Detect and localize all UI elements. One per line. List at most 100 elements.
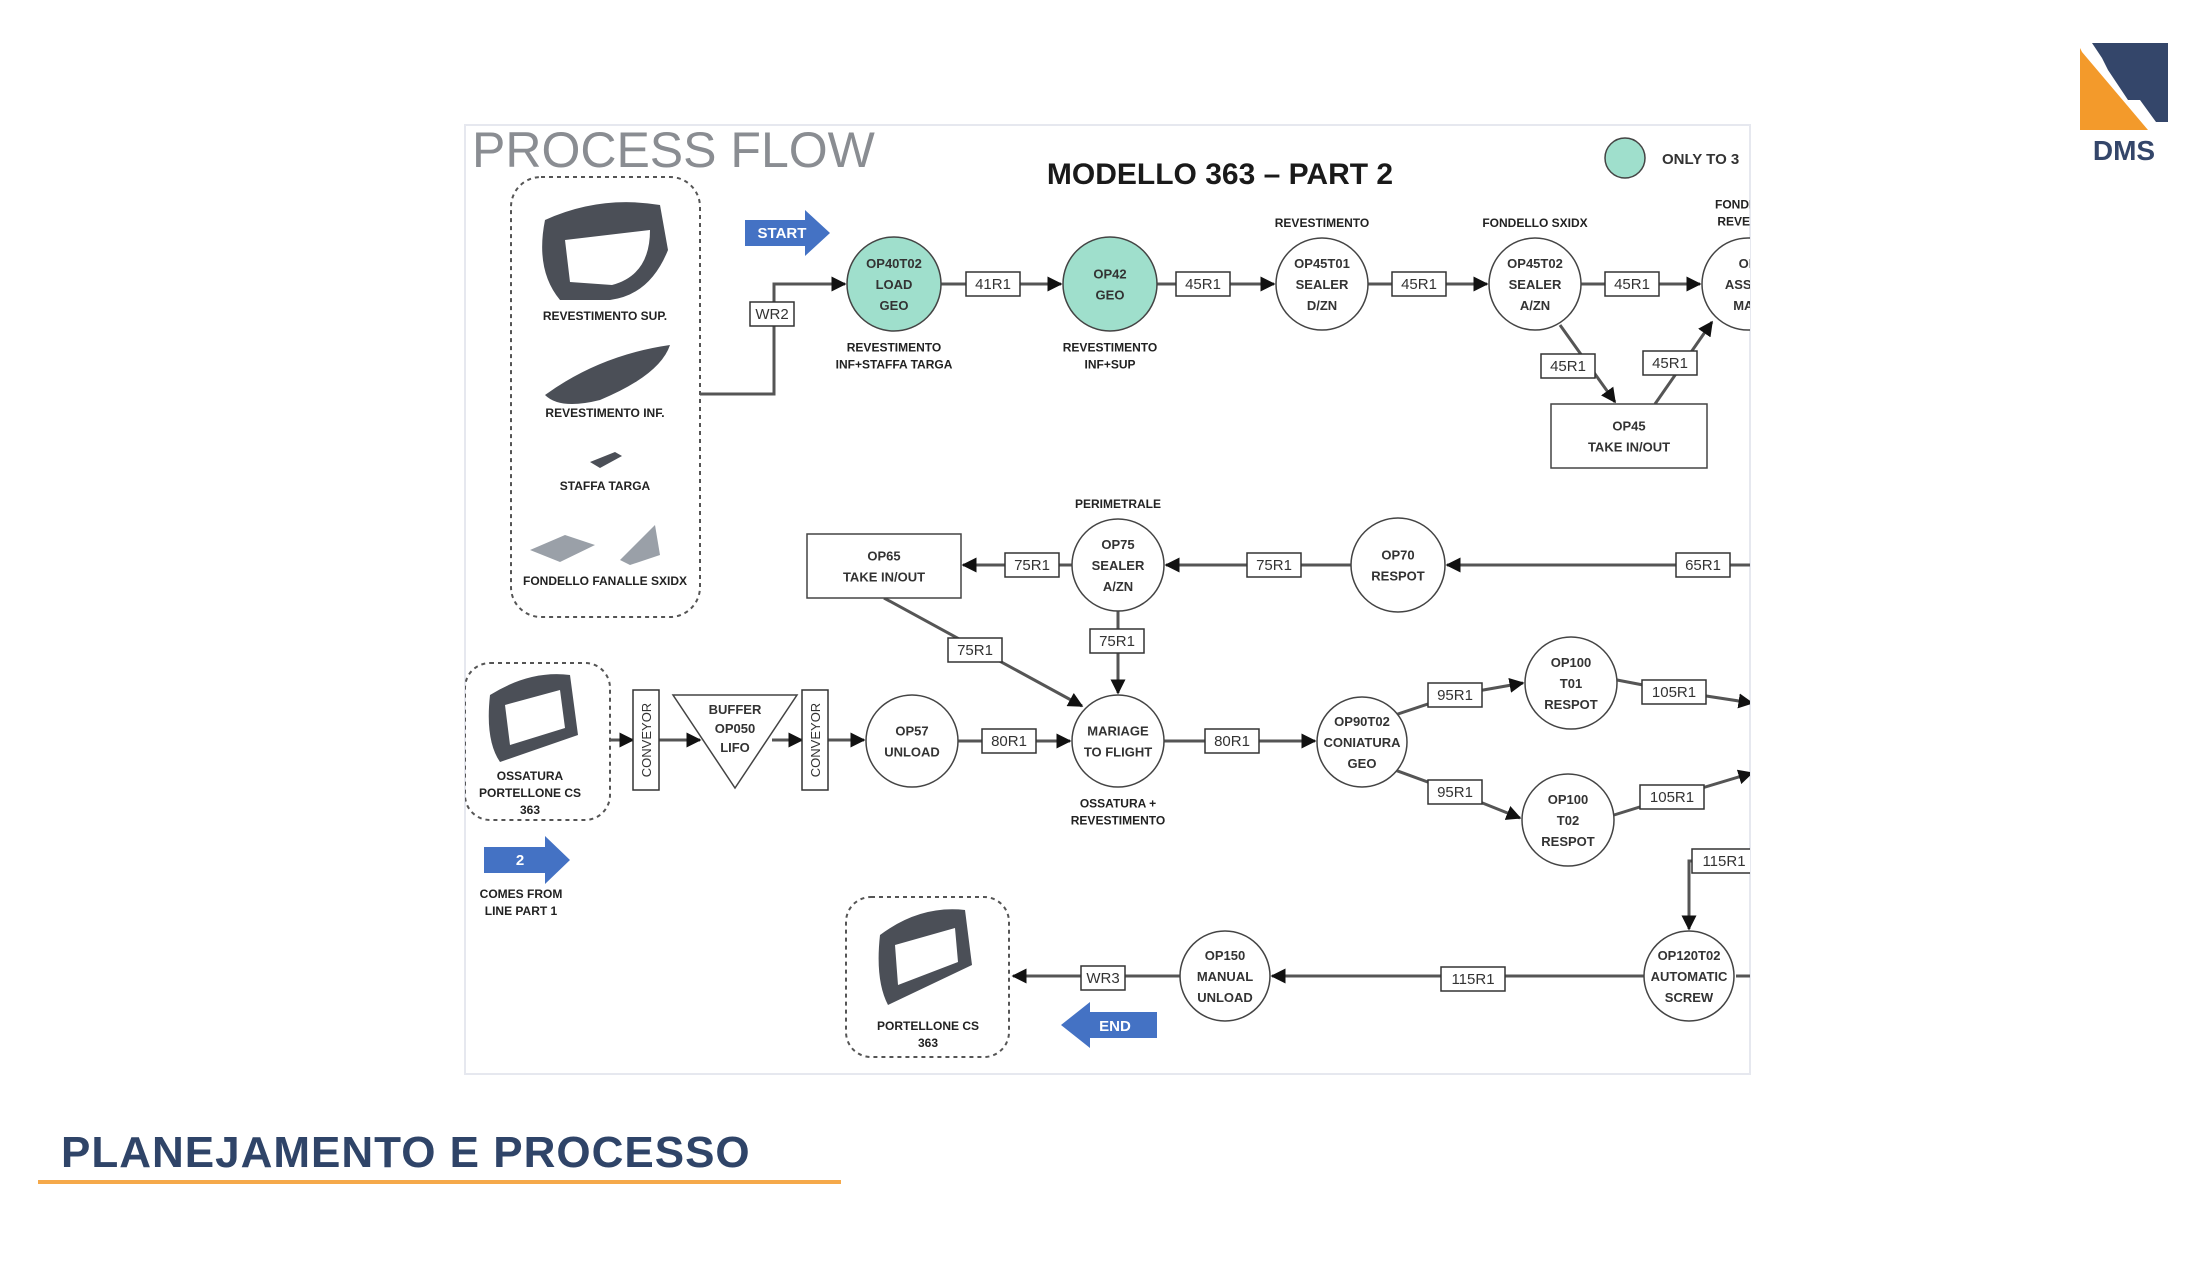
part-label: REVESTIMENTO SUP. — [543, 309, 667, 323]
part-image-ossatura — [488, 674, 578, 762]
edge-label: 45R1 — [1550, 358, 1586, 375]
station-op57[interactable] — [865, 694, 959, 788]
edge-label-box — [1639, 784, 1705, 810]
station-text: OP45 — [1612, 419, 1645, 434]
station-text: OP70 — [1381, 548, 1414, 563]
station-top-label: REVESTIM — [1717, 215, 1778, 229]
edge-label-box — [1246, 552, 1302, 578]
conveyor-box — [632, 689, 660, 791]
station-text: A/ZN — [1520, 298, 1550, 313]
edge-label-box — [1440, 966, 1506, 992]
station-text: MARIAGE — [1087, 724, 1149, 739]
station-text: BUFFER — [709, 702, 762, 717]
diagram-title: MODELLO 363 – PART 2 — [1047, 158, 1393, 191]
edge-label-box — [1642, 350, 1698, 376]
station-op45t02[interactable] — [1488, 237, 1582, 331]
station-op150[interactable] — [1179, 930, 1271, 1022]
station-op100t01[interactable] — [1524, 636, 1618, 730]
station-text: RESPOT — [1371, 569, 1425, 584]
station-text: MAR — [1733, 298, 1763, 313]
part-image-staffa-targa — [590, 452, 622, 468]
parts-group-3 — [845, 896, 1010, 1058]
station-text: OP45T02 — [1507, 256, 1563, 271]
part-image-revestimento-sup — [542, 202, 668, 300]
station-op40t02[interactable] — [846, 236, 942, 332]
station-op_assem[interactable] — [1701, 237, 1794, 331]
end-arrow-icon — [1061, 1002, 1157, 1048]
station-text: RESPOT — [1541, 834, 1595, 849]
edge-label-box — [1391, 271, 1447, 297]
station-op70[interactable] — [1350, 517, 1446, 613]
station-box-op65box[interactable] — [806, 533, 962, 599]
edge-label-box — [1641, 679, 1707, 705]
start-label: START — [758, 225, 807, 242]
edge-label-box — [947, 637, 1003, 663]
edge-label: 80R1 — [1214, 733, 1250, 750]
edge-label-box — [1691, 848, 1750, 874]
station-text: OP57 — [895, 724, 928, 739]
station-text: SEALER — [1509, 277, 1562, 292]
station-op100t02[interactable] — [1521, 773, 1615, 867]
edge-label-box — [1080, 965, 1126, 991]
edge-label-box — [1004, 552, 1060, 578]
station-text: TO FLIGHT — [1084, 745, 1152, 760]
station-text: OP42 — [1093, 267, 1126, 282]
part-label: PORTELLONE CS — [877, 1019, 979, 1033]
station-text: TAKE IN/OUT — [1588, 440, 1670, 455]
edge-label: 95R1 — [1437, 784, 1473, 801]
edge-label-box — [749, 301, 795, 327]
station-text: RESPOT — [1544, 697, 1598, 712]
station-text: OP40T02 — [866, 256, 922, 271]
station-mariage[interactable] — [1071, 694, 1165, 788]
station-text: TAKE IN/OUT — [843, 570, 925, 585]
buffer-triangle[interactable] — [671, 694, 799, 790]
station-box-op45box[interactable] — [1550, 403, 1708, 469]
station-op75[interactable] — [1071, 518, 1165, 612]
edge-label: WR3 — [1086, 970, 1119, 987]
edge-label: 75R1 — [957, 642, 993, 659]
station-text: AUTOMATIC — [1651, 969, 1728, 984]
station-op45t01[interactable] — [1275, 237, 1369, 331]
station-text: SEALER — [1092, 558, 1145, 573]
station-text: CONIATURA — [1323, 735, 1401, 750]
edge-label: 95R1 — [1437, 687, 1473, 704]
conveyor-label: CONVEYOR — [639, 703, 654, 777]
station-text: LOAD — [876, 277, 913, 292]
station-text: OP050 — [715, 721, 755, 736]
conveyor-box — [801, 689, 829, 791]
station-text: GEO — [1096, 288, 1125, 303]
station-top-label: FONDELLO — [1715, 198, 1781, 212]
station-caption: INF+STAFFA TARGA — [836, 358, 953, 372]
station-caption: INF+SUP — [1084, 358, 1135, 372]
dms-logo: DMS — [2080, 43, 2168, 166]
part-label: OSSATURA — [497, 769, 564, 783]
station-op42[interactable] — [1062, 236, 1158, 332]
station-text: A/ZN — [1103, 579, 1133, 594]
station-caption: REVESTIMENTO — [847, 341, 941, 355]
slide-footer-title: PLANEJAMENTO E PROCESSO — [61, 1128, 751, 1177]
station-text: GEO — [1348, 756, 1377, 771]
edge-label: 45R1 — [1614, 276, 1650, 293]
station-caption: OSSATURA + — [1080, 797, 1156, 811]
edge-label-box — [1204, 728, 1260, 754]
station-text: UNLOAD — [1197, 990, 1253, 1005]
start-arrow-icon — [745, 210, 830, 256]
station-text: UNLOAD — [884, 745, 940, 760]
station-text: MANUAL — [1197, 969, 1253, 984]
station-text: OP65 — [867, 549, 900, 564]
edge-label: 115R1 — [1702, 853, 1745, 870]
incoming-caption: LINE PART 1 — [485, 904, 558, 918]
edge-label: 45R1 — [1401, 276, 1437, 293]
edge-label-box — [1675, 552, 1731, 578]
edge-label: 75R1 — [1099, 633, 1135, 650]
part-image-portellone — [878, 909, 972, 1005]
station-text: OP — [1739, 256, 1758, 271]
station-op120t02[interactable] — [1643, 930, 1735, 1022]
station-top-label: FONDELLO SXIDX — [1482, 216, 1587, 230]
station-text: OP90T02 — [1334, 714, 1390, 729]
station-op90t02[interactable] — [1316, 696, 1408, 788]
part-label: REVESTIMENTO INF. — [545, 406, 664, 420]
station-text: T02 — [1557, 813, 1579, 828]
station-text: GEO — [880, 298, 909, 313]
station-text: LIFO — [720, 740, 750, 755]
